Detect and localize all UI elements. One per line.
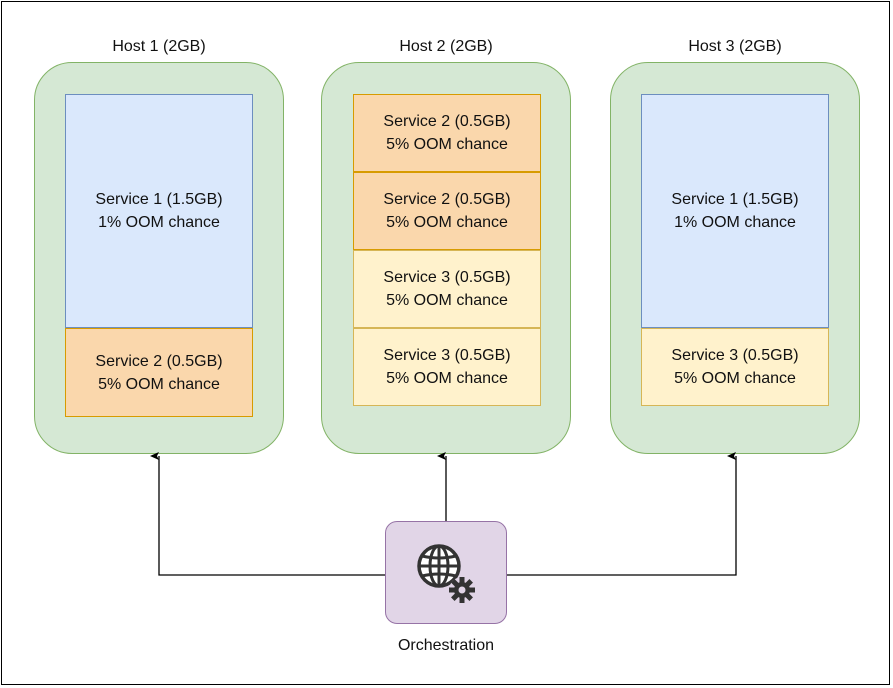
host-2-service-1: Service 2 (0.5GB) 5% OOM chance: [353, 94, 541, 172]
host-2-title: Host 2 (2GB): [399, 38, 493, 55]
host-3-title: Host 3 (2GB): [688, 38, 782, 55]
service-oom-chance: 5% OOM chance: [386, 370, 508, 387]
service-oom-chance: 5% OOM chance: [674, 370, 796, 387]
service-name: Service 3 (0.5GB): [383, 269, 511, 286]
service-name: Service 2 (0.5GB): [383, 191, 511, 208]
service-name: Service 2 (0.5GB): [383, 113, 511, 130]
host-2-service-3: Service 3 (0.5GB) 5% OOM chance: [353, 250, 541, 328]
service-oom-chance: 5% OOM chance: [98, 375, 220, 393]
service-oom-chance: 5% OOM chance: [386, 214, 508, 231]
globe-gear-icon: [417, 544, 475, 603]
host-1-title: Host 1 (2GB): [112, 38, 206, 55]
service-oom-chance: 1% OOM chance: [674, 214, 796, 231]
host-2-service-4: Service 3 (0.5GB) 5% OOM chance: [353, 328, 541, 406]
service-name: Service 3 (0.5GB): [671, 347, 799, 364]
connector-host-3: [507, 452, 737, 576]
host-3-service-1: Service 1 (1.5GB) 1% OOM chance: [641, 94, 829, 328]
service-name: Service 1 (1.5GB): [95, 191, 223, 208]
service-name: Service 3 (0.5GB): [383, 347, 511, 364]
service-oom-chance: 1% OOM chance: [98, 214, 220, 231]
host-2-service-2: Service 2 (0.5GB) 5% OOM chance: [353, 172, 541, 250]
orchestration-node: [385, 521, 507, 624]
service-oom-chance: 5% OOM chance: [386, 292, 508, 309]
service-oom-chance: 5% OOM chance: [386, 136, 508, 153]
host-3-service-2: Service 3 (0.5GB) 5% OOM chance: [641, 328, 829, 406]
connector-host-1: [150, 452, 385, 576]
service-name: Service 1 (1.5GB): [671, 191, 799, 208]
host-1-service-2: Service 2 (0.5GB) 5% OOM chance: [65, 328, 253, 417]
orchestration-label: Orchestration: [397, 637, 495, 654]
host-1-service-1: Service 1 (1.5GB) 1% OOM chance: [65, 94, 253, 328]
service-name: Service 2 (0.5GB): [95, 352, 223, 370]
